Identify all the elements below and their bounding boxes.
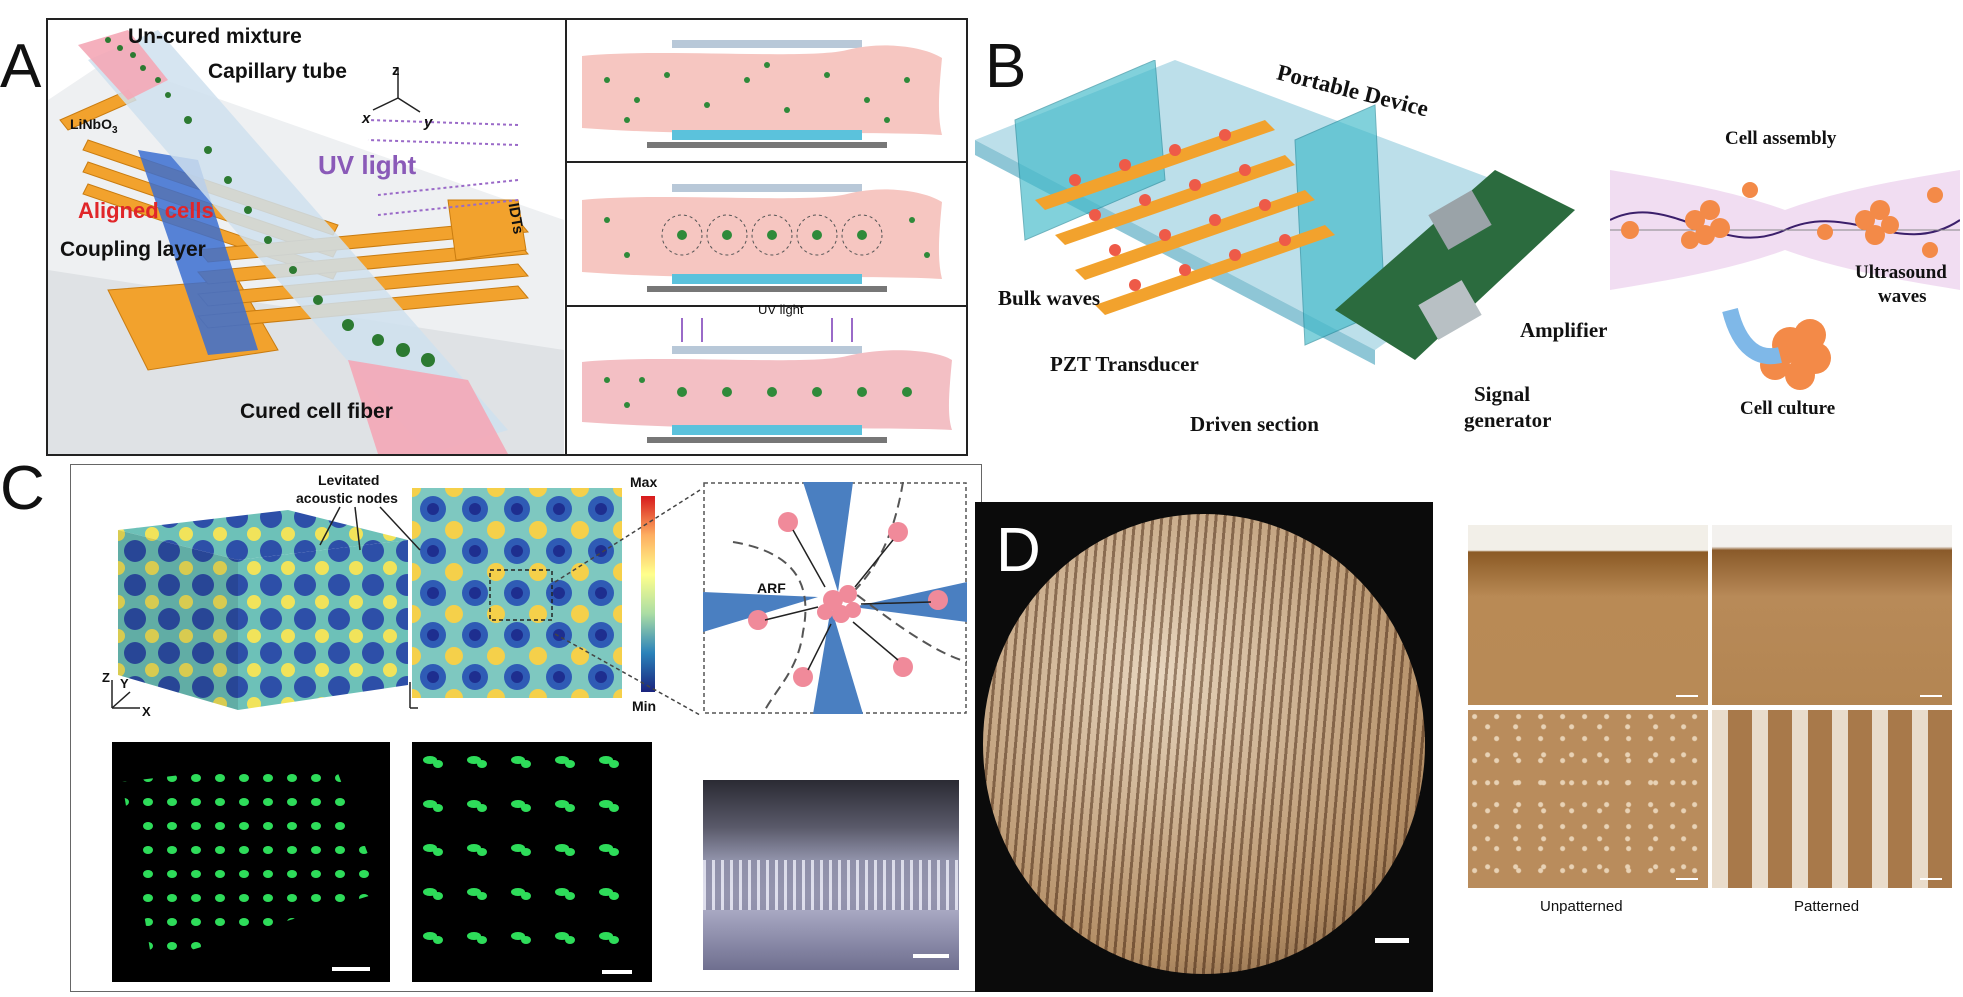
axis-c-z: Z [102,670,110,685]
panel-b-assembly [1610,170,1960,390]
label-signal-2: generator [1464,408,1552,432]
label-driven: Driven section [1190,412,1319,436]
panel-d-patterned-bottom [1712,710,1952,888]
label-uv-small: UV light [758,302,804,317]
label-ultra-1: Ultrasound [1855,262,1947,283]
panel-c-lev-arrows [319,506,421,551]
axis-c-x: X [142,704,151,719]
panel-d-unpatterned-top [1468,525,1708,705]
label-cured: Cured cell fiber [240,400,393,423]
label-pzt: PZT Transducer [1050,352,1199,376]
fiber-stripes [703,860,959,910]
label-uv: UV light [318,150,417,180]
label-arf: ARF [757,580,786,596]
scale-bar-d1 [1375,938,1409,943]
panel-c-zoom-lines [554,489,701,716]
label-coupling: Coupling layer [60,238,206,261]
dish-circle [983,514,1425,974]
panel-b-letter: B [985,32,1027,101]
panel-b-device [975,60,1575,365]
scale-bar-d2 [1676,695,1698,697]
panel-c-axes [111,680,418,709]
axis-a-y: y [424,114,433,131]
panel-c-micro-3d [112,742,390,982]
scale-bar-d3 [1920,695,1942,697]
panel-a-illustration [48,30,564,454]
label-culture: Cell culture [1740,398,1836,419]
label-linbo: LiNbO3 [70,116,118,136]
panel-d-letter: D [996,516,1041,585]
label-ultra-2: waves [1878,286,1927,307]
panel-a [46,18,968,456]
panel-c-colorbar [641,496,655,692]
label-patterned: Patterned [1794,898,1860,915]
label-assembly: Cell assembly [1725,128,1837,149]
scale-bar-c3 [913,954,949,958]
label-signal-1: Signal [1474,382,1531,406]
scale-bar-d5 [1920,878,1942,880]
panel-c-letter: C [0,454,45,523]
label-amplifier: Amplifier [1520,318,1608,342]
panel-c-micro-side [703,780,959,970]
panel-d-patterned-top [1712,525,1952,705]
label-aligned: Aligned cells [78,198,214,223]
panel-c-arf [703,482,967,714]
label-uncured: Un-cured mixture [128,25,302,48]
panel-d-dish [975,502,1433,992]
panel-c-heatmap [412,488,622,698]
scale-bar-d4 [1676,878,1698,880]
axis-c-y: Y [120,676,129,691]
label-lev-1: Levitated [318,472,380,488]
label-min: Min [632,698,657,714]
panel-c-micro-2d [412,742,652,982]
label-bulk: Bulk waves [998,286,1101,310]
panel-a-right-divider [565,18,567,456]
panel-c-cube [118,510,408,710]
axis-a-x: x [362,110,371,127]
label-lev-2: acoustic nodes [296,490,398,506]
label-capillary: Capillary tube [208,60,347,83]
label-max: Max [630,474,658,490]
axis-a-z: z [392,62,400,79]
label-unpatterned: Unpatterned [1540,898,1623,915]
panel-a-steps [567,40,966,443]
panel-d-unpatterned-bottom [1468,710,1708,888]
panel-a-letter: A [0,32,42,101]
